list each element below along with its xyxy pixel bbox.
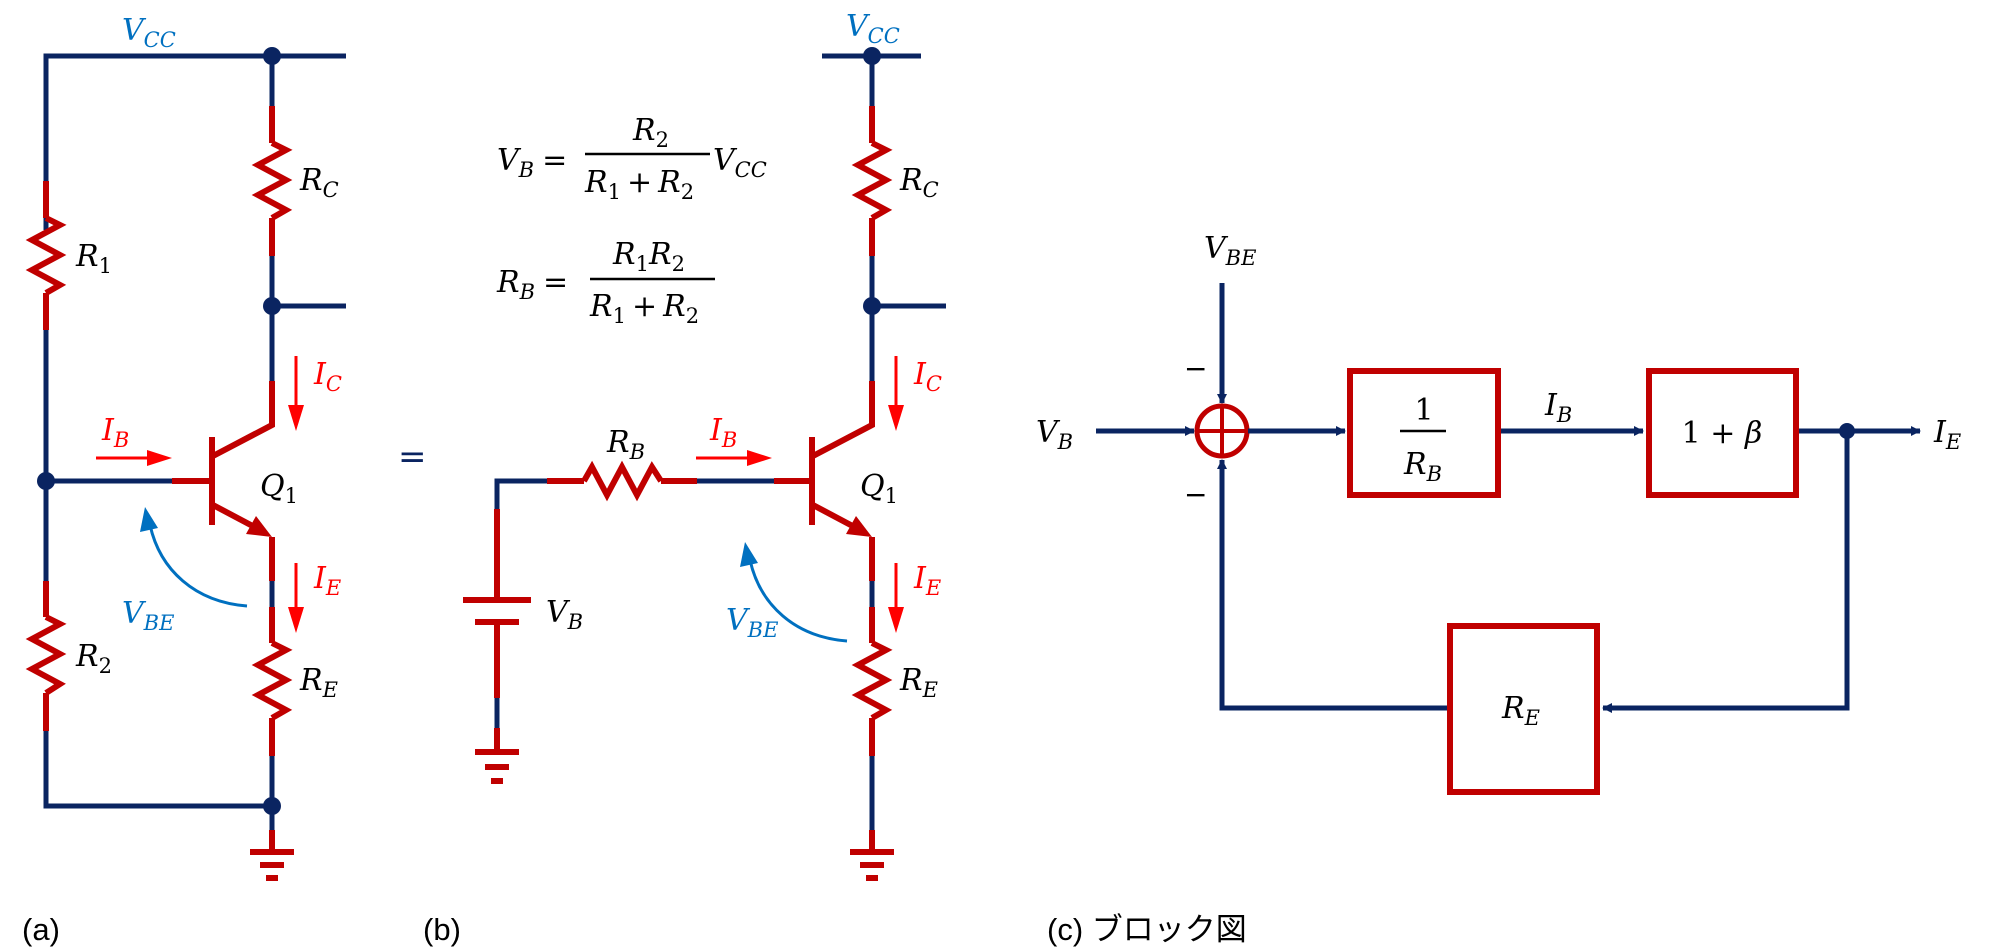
- svg-text:R1R2: R1R2: [612, 237, 685, 276]
- circuit-b: VCC RC RB VB: [423, 9, 946, 947]
- vbe-arrow: [740, 542, 848, 643]
- r2-label: R2: [75, 639, 112, 678]
- ground-symbol: [475, 728, 519, 784]
- output-label-ie: IE: [1933, 415, 1961, 454]
- resistor-re: [251, 607, 293, 756]
- rc-label: RC: [899, 163, 939, 202]
- minus-sign-bottom: −: [1184, 478, 1207, 511]
- resistor-rc: [851, 106, 893, 256]
- caption-c: (c) ブロック図: [1047, 912, 1247, 947]
- ic-arrow: [288, 356, 304, 431]
- ib-arrow: [696, 450, 772, 466]
- svg-text:RB=: RB=: [496, 265, 568, 304]
- r1-label: R1: [75, 239, 112, 278]
- block-1-plus-beta: 1 + β: [1646, 368, 1799, 498]
- transistor-q1: [209, 381, 275, 537]
- resistor-rc: [251, 106, 293, 256]
- vcc-label: VCC: [846, 9, 900, 48]
- ic-label: IC: [313, 357, 342, 396]
- re-label: RE: [899, 663, 938, 702]
- svg-text:1 + β: 1 + β: [1682, 416, 1763, 451]
- resistor-rb: [547, 460, 697, 502]
- equation-rb: RB= R1R2 R1+R2: [496, 237, 715, 328]
- block-diagram: VB VBE − − 1 RB IB 1 + β IE R: [1036, 231, 1961, 947]
- disturbance-label-vbe: VBE: [1204, 231, 1256, 270]
- ground-rail: [43, 731, 272, 809]
- ground-symbol: [250, 830, 294, 881]
- svg-text:R1+R2: R1+R2: [589, 289, 699, 328]
- vcc-rail: [43, 53, 346, 230]
- ie-arrow: [288, 563, 304, 633]
- transistor-q1: [809, 381, 875, 537]
- ic-label: IC: [913, 357, 942, 396]
- resistor-r1: [25, 181, 67, 330]
- ib-signal-label: IB: [1544, 388, 1572, 427]
- svg-text:RE: RE: [1501, 691, 1540, 730]
- minus-sign-top: −: [1184, 352, 1207, 385]
- resistor-r2: [25, 581, 67, 731]
- equals-sign: =: [398, 437, 427, 477]
- feedback-path-out: [1217, 459, 1447, 711]
- ic-arrow: [888, 356, 904, 431]
- caption-b: (b): [423, 912, 461, 947]
- ib-label: IB: [101, 413, 129, 452]
- block-re: RE: [1447, 623, 1600, 795]
- feedback-path-in: [1602, 431, 1850, 713]
- svg-text:VB=: VB=: [497, 143, 567, 182]
- svg-text:VCC: VCC: [713, 143, 767, 182]
- svg-text:RB: RB: [1403, 447, 1442, 486]
- q1-label: Q1: [860, 469, 898, 508]
- wire: [494, 478, 547, 509]
- ground-node: [263, 797, 281, 815]
- vb-label: VB: [546, 595, 583, 634]
- input-label-vb: VB: [1036, 415, 1073, 454]
- re-label: RE: [299, 663, 338, 702]
- rb-label: RB: [606, 425, 645, 464]
- ground-symbol: [850, 830, 894, 881]
- svg-text:1: 1: [1414, 393, 1433, 428]
- vbe-arrow: [140, 507, 248, 608]
- vbe-label: VBE: [726, 603, 778, 642]
- ie-arrow: [888, 563, 904, 633]
- svg-text:R1+R2: R1+R2: [584, 165, 694, 204]
- equation-vb: VB= R2 R1+R2 VCC: [497, 113, 767, 204]
- q1-label: Q1: [260, 469, 298, 508]
- ie-label: IE: [313, 561, 341, 600]
- vcc-label: VCC: [122, 13, 176, 52]
- vbe-label: VBE: [122, 596, 174, 635]
- resistor-re: [851, 607, 893, 756]
- ib-label: IB: [709, 413, 737, 452]
- circuit-a: VCC R1 R2 RC: [22, 13, 346, 947]
- ie-label: IE: [913, 561, 941, 600]
- svg-text:R2: R2: [632, 113, 669, 152]
- rc-label: RC: [299, 163, 339, 202]
- ib-arrow: [96, 450, 172, 466]
- summing-junction: [1194, 403, 1250, 459]
- block-1-over-rb: 1 RB: [1347, 368, 1501, 498]
- caption-a: (a): [22, 912, 60, 947]
- battery-vb: [463, 509, 531, 698]
